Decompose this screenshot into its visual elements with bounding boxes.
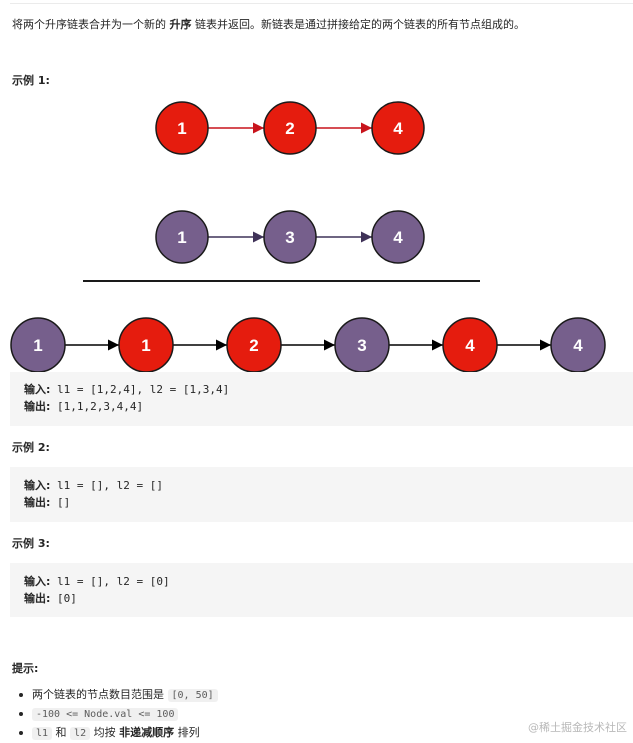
example1-codebox: 输入: l1 = [1,2,4], l2 = [1,3,4] 输出: [1,1,… — [10, 372, 633, 426]
example3-codebox: 输入: l1 = [], l2 = [0] 输出: [0] — [10, 563, 633, 617]
example2-title: 示例 2: — [12, 441, 50, 454]
example2-codebox: 输入: l1 = [], l2 = [] 输出: [] — [10, 467, 633, 522]
node-value: 1 — [33, 336, 42, 355]
example3-title: 示例 3: — [12, 537, 50, 550]
node-value: 1 — [141, 336, 150, 355]
list1-row: 1 2 4 — [155, 101, 425, 155]
watermark: @稀土掘金技术社区 — [528, 721, 627, 734]
list-node — [263, 101, 317, 155]
hint-item: 两个链表的节点数目范围是 [0, 50] — [19, 686, 218, 705]
list-node — [550, 317, 606, 372]
hint-text: 排列 — [174, 726, 200, 739]
example2-output: 输出: [] — [24, 494, 633, 511]
example3-output: 输出: [0] — [24, 590, 633, 607]
node-value: 3 — [357, 336, 366, 355]
inline-code: [0, 50] — [167, 689, 218, 702]
example2-input: 输入: l1 = [], l2 = [] — [24, 477, 633, 494]
list-node — [442, 317, 498, 372]
output-key: 输出: — [24, 496, 51, 509]
input-value: l1 = [], l2 = [0] — [50, 575, 170, 588]
inline-code: l1 — [32, 727, 53, 740]
node-value: 2 — [285, 119, 294, 138]
node-value: 3 — [285, 228, 294, 247]
example1-output: 输出: [1,1,2,3,4,4] — [24, 398, 633, 415]
input-key: 输入: — [24, 479, 51, 492]
node-value: 1 — [177, 119, 186, 138]
merged-row: 1 1 2 3 4 4 — [10, 317, 606, 372]
hint-item: -100 <= Node.val <= 100 — [19, 705, 218, 724]
node-value: 1 — [177, 228, 186, 247]
inline-code: l2 — [70, 727, 91, 740]
list-node — [371, 210, 425, 264]
list2-row: 1 3 4 — [155, 210, 425, 264]
example3-input: 输入: l1 = [], l2 = [0] — [24, 573, 633, 590]
problem-description: 将两个升序链表合并为一个新的 升序 链表并返回。新链表是通过拼接给定的两个链表的… — [12, 17, 525, 33]
desc-text: 将两个升序链表合并为一个新的 — [12, 18, 170, 31]
example1-diagram: 1 2 4 1 3 4 1 1 2 3 4 4 — [10, 101, 606, 372]
input-value: l1 = [], l2 = [] — [50, 479, 163, 492]
top-divider — [10, 3, 633, 4]
output-value: [1,1,2,3,4,4] — [50, 400, 144, 413]
node-value: 4 — [465, 336, 475, 355]
list-node — [155, 101, 209, 155]
list-node — [263, 210, 317, 264]
output-value: [] — [50, 496, 71, 509]
list-node — [226, 317, 282, 372]
list-node — [371, 101, 425, 155]
node-value: 4 — [393, 228, 403, 247]
input-key: 输入: — [24, 575, 51, 588]
list-node — [118, 317, 174, 372]
example1-input: 输入: l1 = [1,2,4], l2 = [1,3,4] — [24, 381, 633, 398]
input-value: l1 = [1,2,4], l2 = [1,3,4] — [50, 383, 230, 396]
desc-text-end: 链表并返回。新链表是通过拼接给定的两个链表的所有节点组成的。 — [191, 18, 525, 31]
list-node — [155, 210, 209, 264]
hints-list: 两个链表的节点数目范围是 [0, 50] -100 <= Node.val <=… — [19, 686, 218, 743]
example1-title: 示例 1: — [12, 74, 50, 87]
node-value: 4 — [393, 119, 403, 138]
output-value: [0] — [50, 592, 77, 605]
hint-text: 均按 — [90, 726, 120, 739]
output-key: 输出: — [24, 592, 51, 605]
hint-item: l1 和 l2 均按 非递减顺序 排列 — [19, 724, 218, 743]
inline-code: -100 <= Node.val <= 100 — [32, 708, 179, 721]
node-value: 4 — [573, 336, 583, 355]
input-key: 输入: — [24, 383, 51, 396]
hints-title: 提示: — [12, 662, 39, 675]
list-node — [10, 317, 66, 372]
hint-text: 和 — [52, 726, 71, 739]
list-node — [334, 317, 390, 372]
output-key: 输出: — [24, 400, 51, 413]
hint-text: 两个链表的节点数目范围是 — [32, 688, 168, 701]
desc-bold: 升序 — [169, 18, 192, 31]
hint-bold: 非递减顺序 — [119, 726, 175, 739]
node-value: 2 — [249, 336, 258, 355]
